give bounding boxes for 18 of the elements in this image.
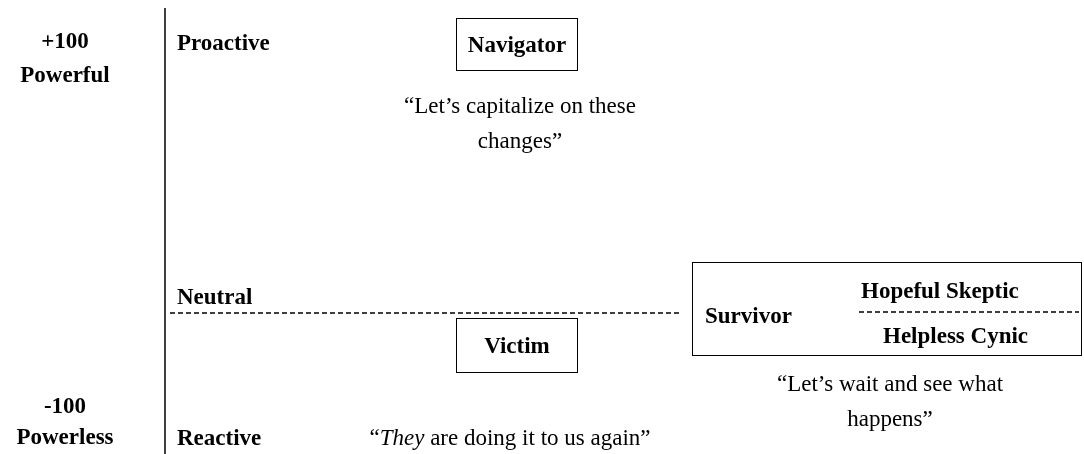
role-box bbox=[692, 262, 1082, 356]
role-box bbox=[456, 18, 578, 71]
subtype-label: Hopeful Skeptic bbox=[861, 278, 1019, 304]
subtype-label: Helpless Cynic bbox=[883, 323, 1029, 349]
role-name: Navigator bbox=[466, 31, 568, 58]
scale-label: Powerless bbox=[15, 424, 115, 450]
scale-label: Powerful bbox=[19, 62, 111, 88]
quote-text: “Let’s capitalize on these changes” bbox=[403, 92, 637, 155]
scale-value: +100 bbox=[40, 28, 90, 54]
quote-text: “Let’s wait and see what happens” bbox=[775, 370, 1005, 433]
level-label: Neutral bbox=[177, 284, 253, 310]
quote-text: “They are doing it to us again” bbox=[368, 424, 652, 452]
role-box bbox=[456, 318, 578, 373]
level-label: Proactive bbox=[177, 30, 270, 56]
role-name: Victim bbox=[483, 332, 551, 359]
role-name: Survivor bbox=[705, 303, 792, 329]
scale-value: -100 bbox=[42, 393, 88, 419]
level-label: Reactive bbox=[177, 425, 262, 451]
